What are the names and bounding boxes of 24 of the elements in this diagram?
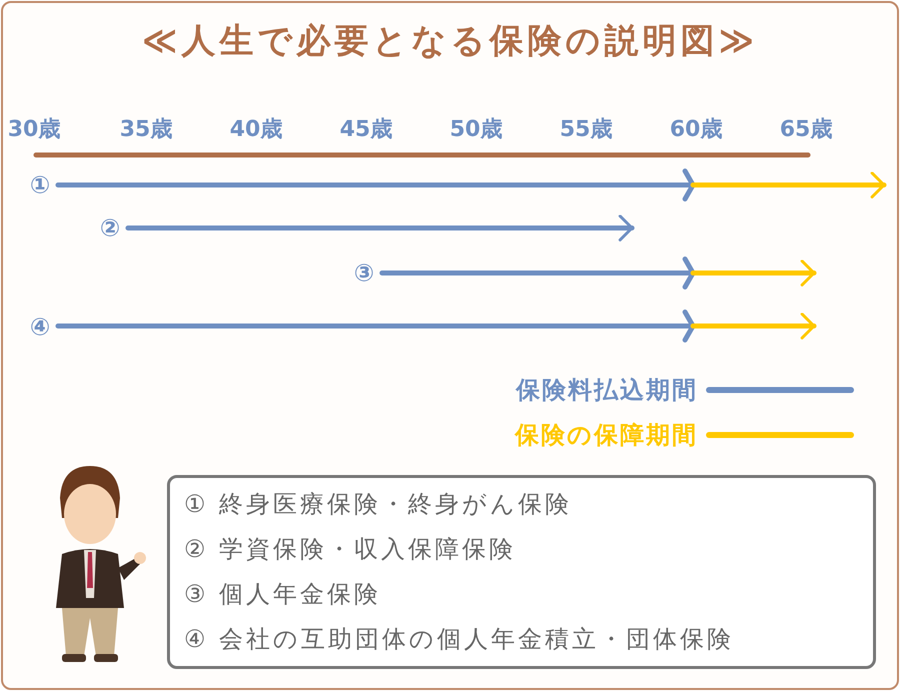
age-label: 35歳	[118, 116, 174, 144]
circled-number: ②	[96, 213, 124, 243]
age-label: 50歳	[448, 116, 504, 144]
arrow	[56, 310, 816, 342]
arrow	[126, 214, 634, 242]
arrow	[56, 168, 886, 202]
age-label: 45歳	[338, 116, 394, 144]
title: ≪人生で必要となる保険の説明図≫	[140, 20, 760, 63]
age-label: 30歳	[6, 116, 62, 144]
age-label: 65歳	[778, 116, 834, 144]
list-item: ④ 会社の互助団体の個人年金積立・団体保険	[184, 624, 734, 655]
list-item: ② 学資保険・収入保障保険	[184, 534, 516, 565]
legend-label: 保険料払込期間	[514, 375, 698, 406]
age-label: 55歳	[558, 116, 614, 144]
circled-number: ③	[350, 258, 378, 288]
arrow	[380, 256, 816, 290]
list-item: ③ 個人年金保険	[184, 579, 382, 610]
list-box	[167, 475, 876, 669]
circled-number: ①	[26, 170, 54, 200]
list-item: ① 終身医療保険・終身がん保険	[184, 489, 572, 520]
age-label: 60歳	[668, 116, 724, 144]
circled-number: ④	[26, 312, 54, 342]
age-label: 40歳	[228, 116, 284, 144]
legend-label: 保険の保障期間	[513, 420, 698, 451]
